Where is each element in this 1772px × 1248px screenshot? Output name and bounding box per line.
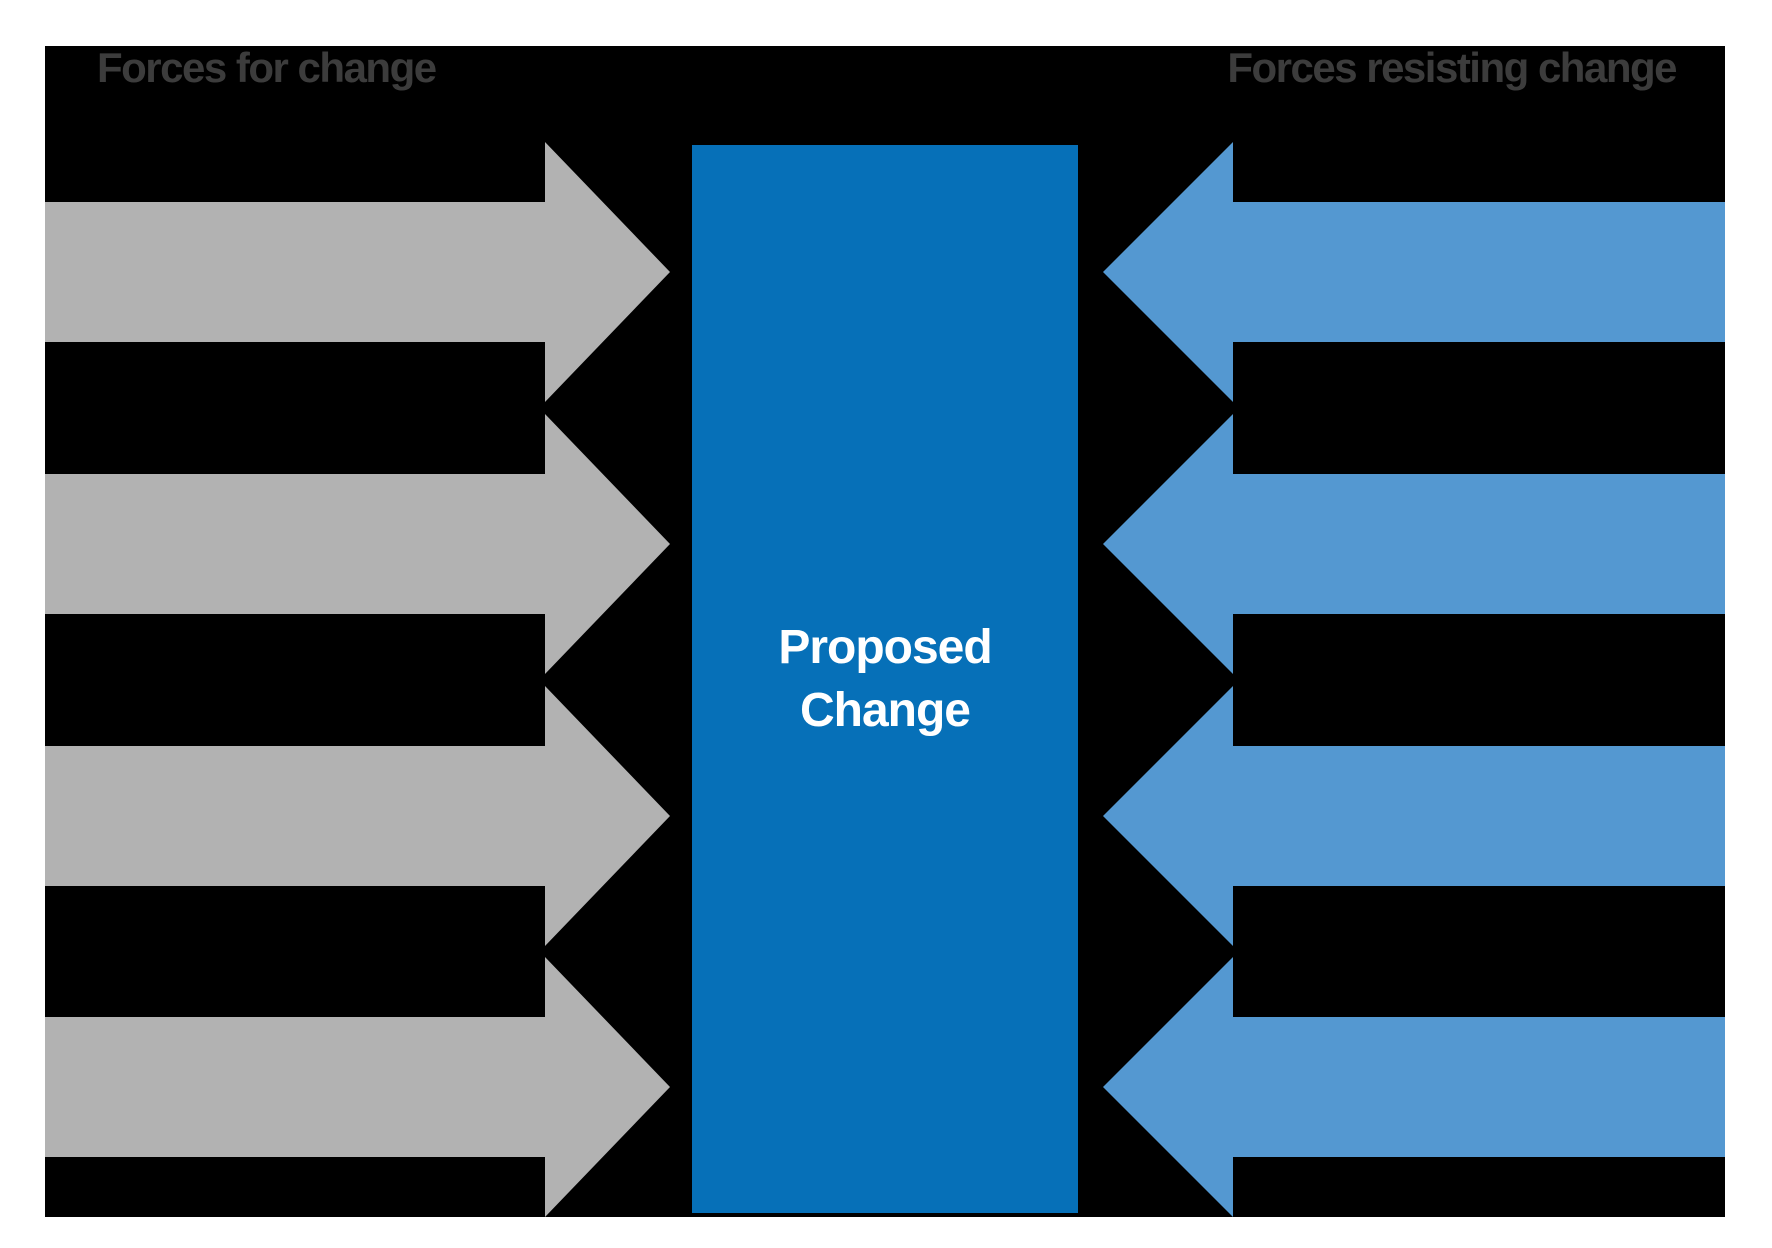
proposed-change-box: Proposed Change <box>692 145 1078 1213</box>
force-resisting-change-arrow <box>1103 142 1725 402</box>
force-resisting-change-arrow <box>1103 414 1725 674</box>
force-resisting-change-arrow <box>1103 957 1725 1217</box>
force-resisting-change-arrow <box>1103 686 1725 946</box>
forces-resisting-change-header: Forces resisting change <box>1227 44 1677 91</box>
proposed-change-label: Proposed Change <box>778 620 992 737</box>
force-for-change-arrow <box>45 957 670 1217</box>
force-for-change-arrow <box>45 414 670 674</box>
force-for-change-arrow <box>45 686 670 946</box>
forces-for-change-header: Forces for change <box>97 44 437 91</box>
diagram-canvas: Forces for change Forces resisting chang… <box>45 44 1725 1217</box>
force-for-change-arrow <box>45 142 670 402</box>
